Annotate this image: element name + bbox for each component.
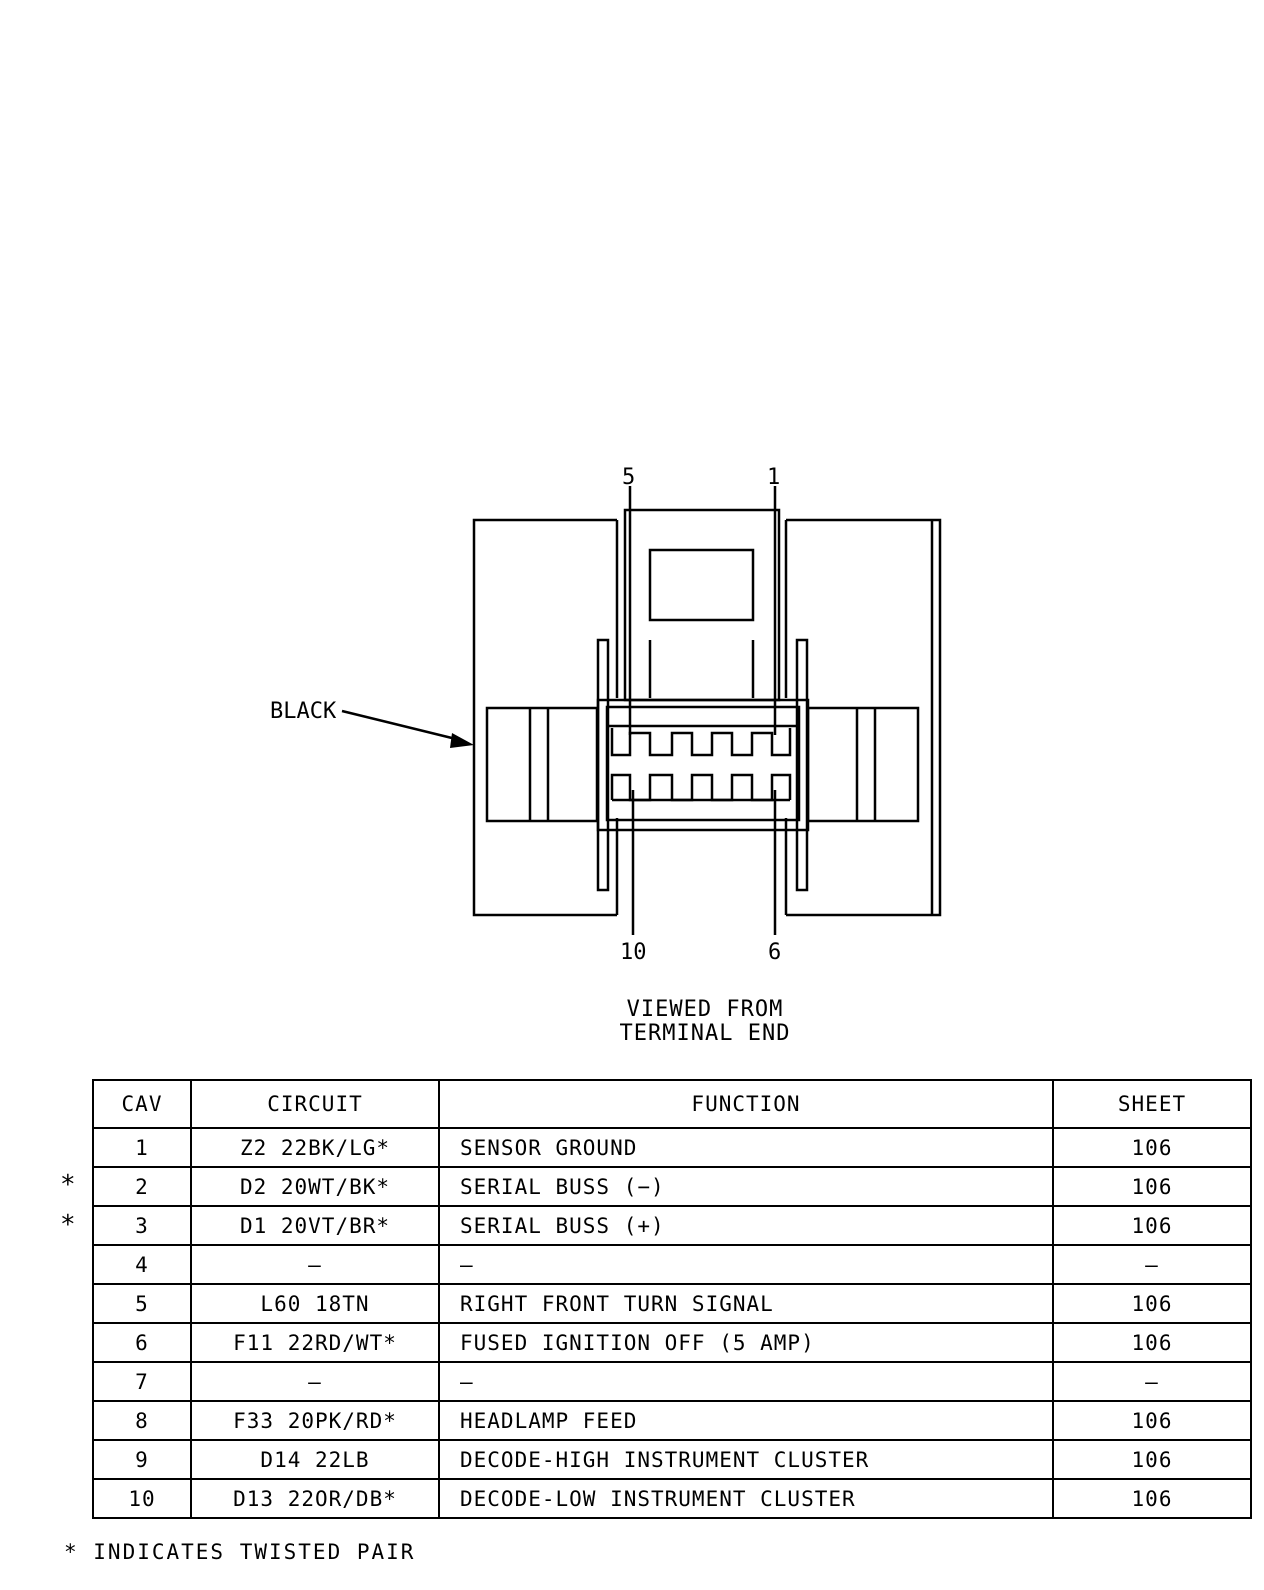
header-sheet: SHEET: [1052, 1079, 1252, 1129]
cell-function: SENSOR GROUND: [438, 1127, 1054, 1168]
twisted-pair-marker: *: [60, 1170, 76, 1201]
cell-sheet: 106: [1052, 1166, 1252, 1207]
caption-line-1: VIEWED FROM: [626, 997, 784, 1022]
cell-cav: 1: [92, 1127, 192, 1168]
twisted-pair-marker: *: [60, 1209, 76, 1240]
cell-cav: 10: [92, 1478, 192, 1519]
view-caption: VIEWED FROM TERMINAL END: [560, 998, 850, 1046]
wing-left: [485, 706, 599, 823]
cell-circuit: —: [190, 1244, 440, 1285]
cell-circuit: Z2 22BK/LG*: [190, 1127, 440, 1168]
pin-label-10: 10: [620, 940, 647, 965]
table-row: 4———: [92, 1244, 1252, 1285]
table-row: 7———: [92, 1361, 1252, 1402]
cell-sheet: 106: [1052, 1127, 1252, 1168]
wing-right: [806, 706, 920, 823]
terminal-row-top: [610, 728, 792, 757]
cell-sheet: 106: [1052, 1205, 1252, 1246]
latch-window: [648, 548, 755, 622]
cell-function: RIGHT FRONT TURN SIGNAL: [438, 1283, 1054, 1324]
black-arrowhead: [450, 733, 474, 748]
cell-circuit: D14 22LB: [190, 1439, 440, 1480]
footnote: * INDICATES TWISTED PAIR: [64, 1540, 416, 1564]
cavity-body: [596, 698, 810, 832]
color-label: BLACK: [270, 699, 337, 724]
cell-function: —: [438, 1244, 1054, 1285]
cell-cav: 2: [92, 1166, 192, 1207]
cell-cav: 4: [92, 1244, 192, 1285]
terminal-row-bottom: [610, 773, 792, 802]
cell-sheet: 106: [1052, 1439, 1252, 1480]
cell-function: DECODE-LOW INSTRUMENT CLUSTER: [438, 1478, 1054, 1519]
cell-cav: 7: [92, 1361, 192, 1402]
cell-sheet: 106: [1052, 1322, 1252, 1363]
connector-diagram: 5 1 10 6 BLACK: [270, 465, 942, 965]
shell-right: [786, 518, 942, 917]
cell-function: SERIAL BUSS (+): [438, 1205, 1054, 1246]
cell-function: FUSED IGNITION OFF (5 AMP): [438, 1322, 1054, 1363]
cell-circuit: —: [190, 1361, 440, 1402]
cell-circuit: L60 18TN: [190, 1283, 440, 1324]
header-circuit: CIRCUIT: [190, 1079, 440, 1129]
cell-circuit: F33 20PK/RD*: [190, 1400, 440, 1441]
cell-sheet: 106: [1052, 1400, 1252, 1441]
cell-circuit: F11 22RD/WT*: [190, 1322, 440, 1363]
caption-line-2: TERMINAL END: [619, 1021, 791, 1046]
cell-circuit: D1 20VT/BR*: [190, 1205, 440, 1246]
latch-top: [623, 508, 781, 702]
cell-cav: 8: [92, 1400, 192, 1441]
cell-function: —: [438, 1361, 1054, 1402]
pin-label-6: 6: [768, 940, 781, 965]
pin-label-1: 1: [767, 465, 780, 490]
header-cav: CAV: [92, 1079, 192, 1129]
cell-circuit: D2 20WT/BK*: [190, 1166, 440, 1207]
shell-left: [472, 518, 617, 917]
cell-cav: 5: [92, 1283, 192, 1324]
header-function: FUNCTION: [438, 1079, 1054, 1129]
cell-function: HEADLAMP FEED: [438, 1400, 1054, 1441]
cell-sheet: 106: [1052, 1478, 1252, 1519]
cell-function: SERIAL BUSS (−): [438, 1166, 1054, 1207]
cell-circuit: D13 22OR/DB*: [190, 1478, 440, 1519]
black-leader-line: [341, 709, 461, 742]
cell-sheet: —: [1052, 1361, 1252, 1402]
cell-sheet: —: [1052, 1244, 1252, 1285]
cell-cav: 6: [92, 1322, 192, 1363]
cell-sheet: 106: [1052, 1283, 1252, 1324]
cell-cav: 3: [92, 1205, 192, 1246]
pin-label-5: 5: [622, 465, 635, 490]
table-header-row: CAV CIRCUIT FUNCTION SHEET: [92, 1079, 1252, 1129]
cell-cav: 9: [92, 1439, 192, 1480]
cell-function: DECODE-HIGH INSTRUMENT CLUSTER: [438, 1439, 1054, 1480]
